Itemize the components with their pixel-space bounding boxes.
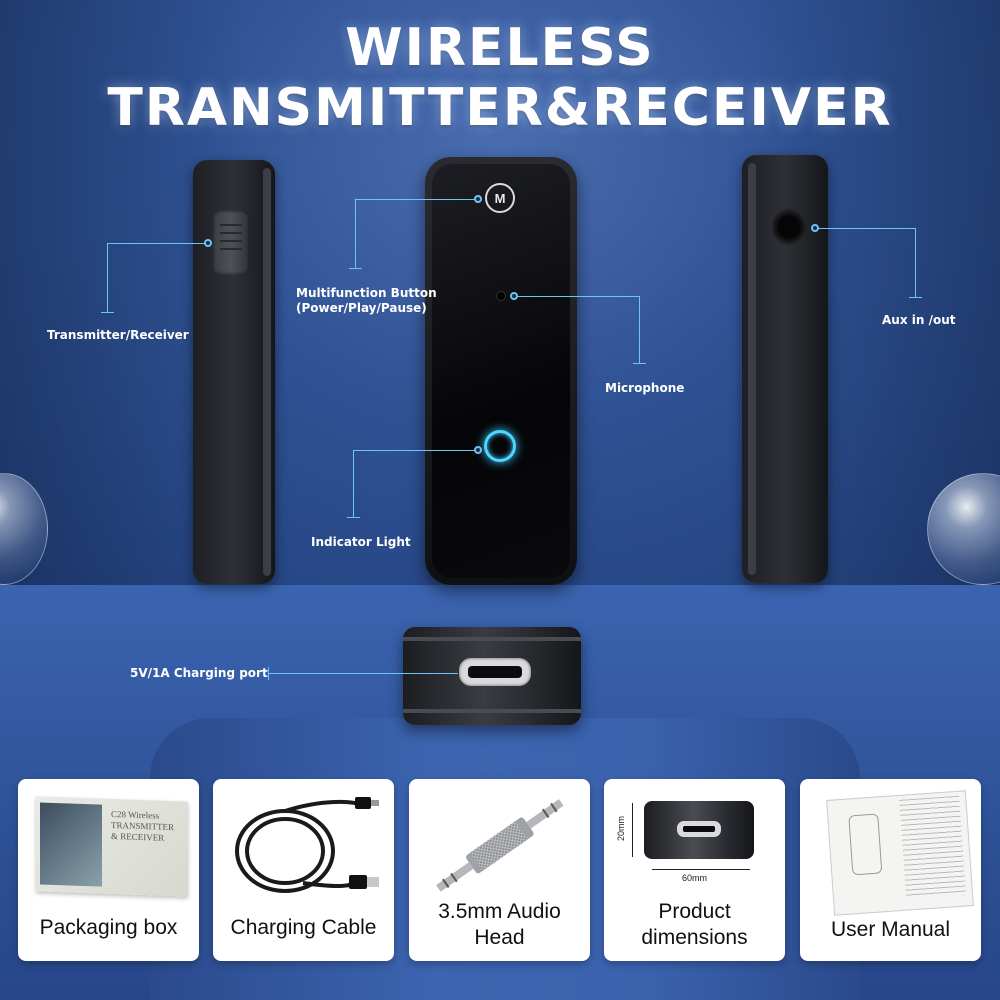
callout-line [516, 296, 640, 297]
callout-line [633, 363, 646, 364]
dimension-width: 60mm [682, 873, 708, 883]
dimension-height: 20mm [616, 815, 626, 841]
charging-port [459, 658, 531, 686]
aux-port [772, 208, 806, 246]
card-charging-cable: Charging Cable [213, 779, 394, 961]
transmitter-receiver-switch [212, 210, 250, 275]
label-multifunction-line2: (Power/Play/Pause) [296, 301, 427, 315]
callout-line [639, 296, 640, 364]
device-front-view [425, 157, 577, 585]
indicator-light [484, 430, 516, 462]
card-packaging-box: C28 Wireless TRANSMITTER & RECEIVER Pack… [18, 779, 199, 961]
caption-audio-head: 3.5mm Audio Head [438, 900, 561, 949]
label-multifunction-line1: Multifunction Button [296, 286, 437, 300]
audio-head-image [419, 791, 580, 901]
callout-line [353, 450, 476, 451]
callout-line [355, 199, 476, 200]
callout-line [909, 297, 922, 298]
callout-line [817, 228, 916, 229]
caption-packaging-box: Packaging box [39, 916, 178, 939]
microphone-hole [496, 291, 506, 301]
charging-cable-image [223, 791, 384, 901]
label-transmitter-receiver: Transmitter/Receiver [47, 328, 189, 342]
callout-line [107, 243, 108, 313]
callout-line [107, 243, 206, 244]
packaging-box-text: C28 Wireless TRANSMITTER & RECEIVER [111, 808, 174, 843]
label-indicator-light: Indicator Light [311, 535, 411, 549]
multifunction-button: M [485, 183, 515, 213]
caption-charging-cable: Charging Cable [230, 916, 377, 939]
label-microphone: Microphone [605, 381, 685, 395]
caption-product-dimensions: Product dimensions [641, 900, 748, 949]
callout-line [268, 673, 458, 674]
label-aux: Aux in /out [882, 313, 956, 327]
callout-line [101, 312, 114, 313]
callout-line [349, 268, 362, 269]
user-manual-image [810, 790, 974, 916]
label-charging-port: 5V/1A Charging port [130, 666, 268, 680]
callout-line [355, 199, 356, 269]
caption-user-manual: User Manual [830, 918, 951, 941]
packaging-box-image: C28 Wireless TRANSMITTER & RECEIVER [28, 791, 189, 901]
card-user-manual: User Manual [800, 779, 981, 961]
card-product-dimensions: 20mm 60mm Product dimensions [604, 779, 785, 961]
callout-line [353, 450, 354, 518]
callout-line [347, 517, 360, 518]
callout-line [915, 228, 916, 298]
card-audio-head: 3.5mm Audio Head [409, 779, 590, 961]
page-title: WIRELESS TRANSMITTER&RECEIVER [107, 18, 893, 138]
product-dimensions-image: 20mm 60mm [614, 791, 775, 901]
